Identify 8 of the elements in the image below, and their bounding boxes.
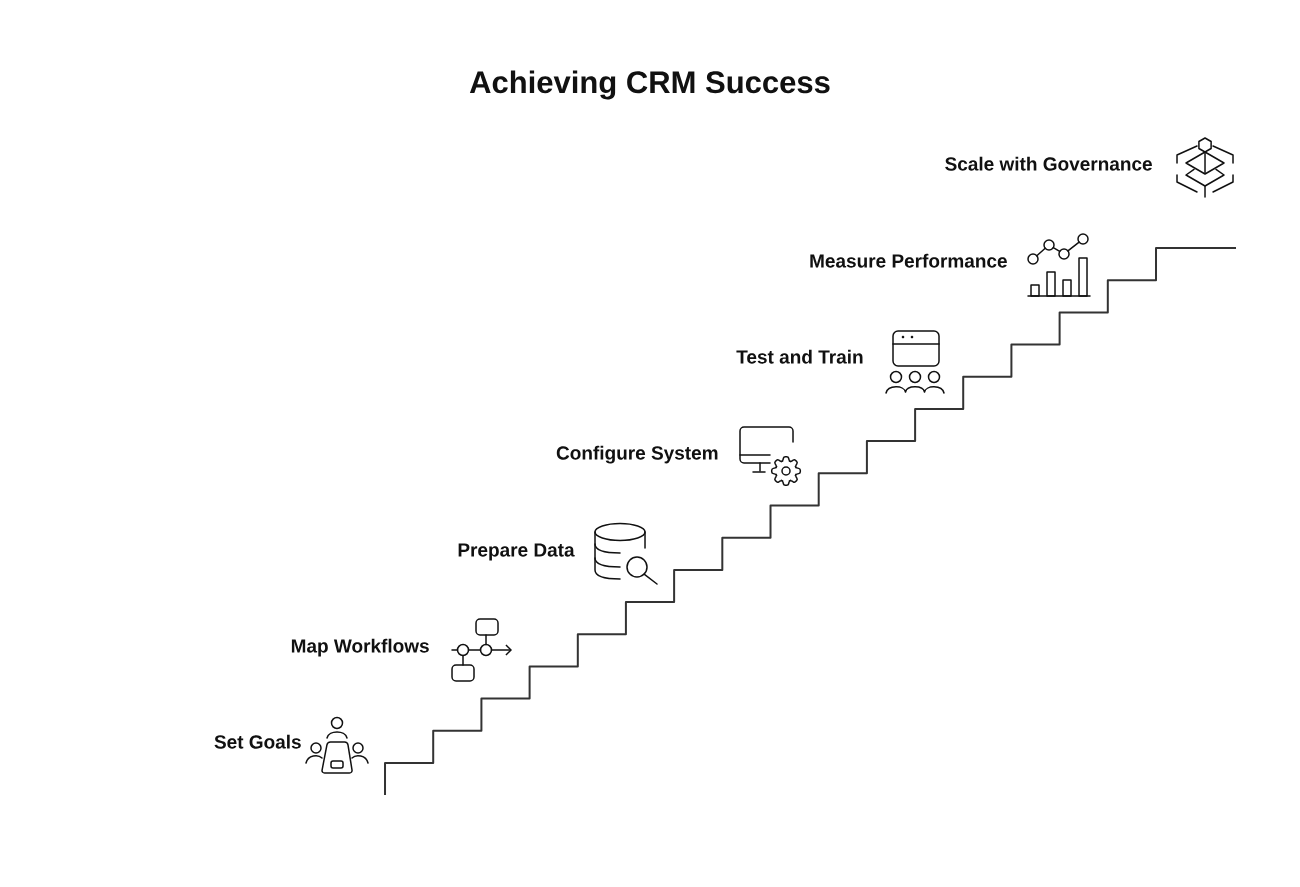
step-label: Prepare Data: [458, 543, 575, 561]
title: Achieving CRM Success: [469, 70, 830, 100]
step-label: Map Workflows: [291, 638, 429, 657]
step-label: Test and Train: [736, 349, 863, 364]
step-label: Set Goals: [214, 734, 301, 749]
step-label: Scale with Governance: [945, 156, 1152, 171]
step-label: Measure Performance: [810, 253, 1007, 268]
step-label: Configure System: [556, 445, 718, 464]
